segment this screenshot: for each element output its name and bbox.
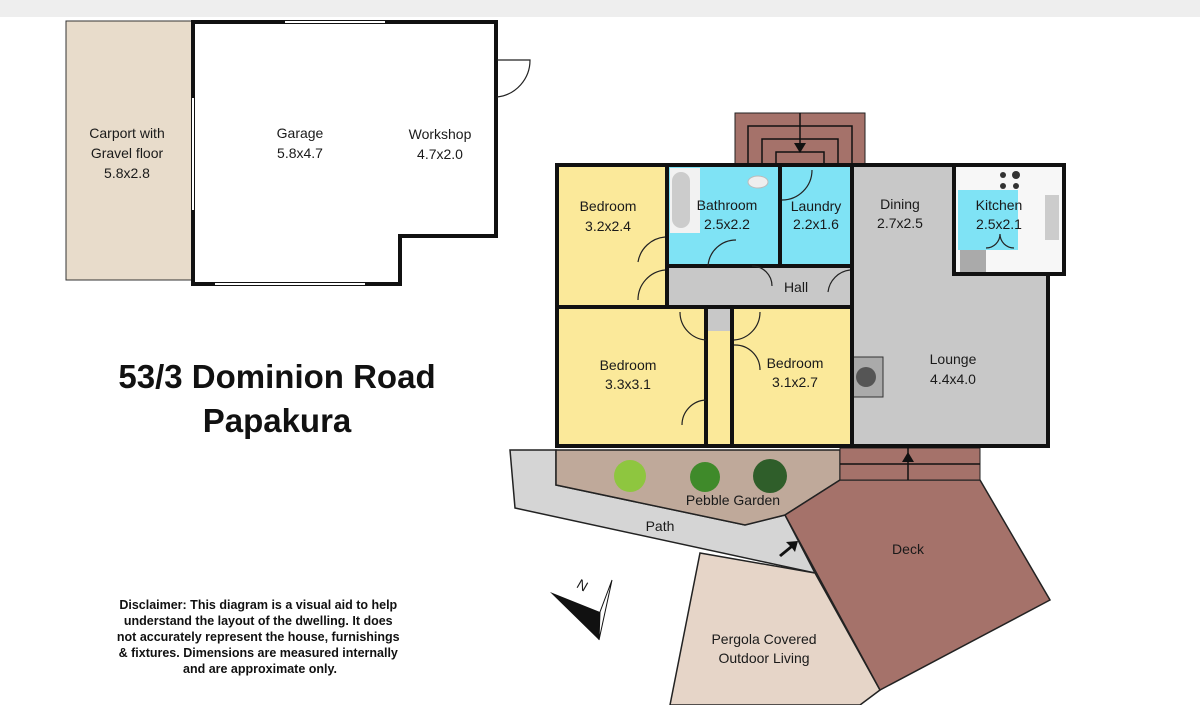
path-label: Path [646,518,675,534]
pergola-area [669,552,881,705]
hall-label: Hall [784,279,808,295]
top-bar [0,0,1200,17]
steps-lines [747,113,853,163]
plant-icon [753,459,787,493]
laundry [782,166,850,266]
hob-icon [1000,172,1006,178]
corridor [707,309,731,445]
bedroom-1 [558,166,666,306]
house-walls [555,163,1066,448]
entry-arrow-icon [794,143,806,153]
compass-north-label: N [574,576,591,595]
toilet-icon [747,175,769,189]
workshop-door [496,59,531,98]
corridor-closet [707,309,731,331]
path-arrow-icon [779,541,798,557]
deck-arrow-icon [902,452,914,462]
garage-area [191,20,498,286]
disclaimer-text: Disclaimer: This diagram is a visual aid… [117,598,403,676]
bathtub-icon [672,172,690,228]
kitchen-floor [958,190,1018,250]
hall [668,267,851,307]
compass-needle [598,579,613,641]
doors [637,169,1015,426]
plant-icon [690,462,720,492]
plant-icon [614,460,646,492]
fridge-icon [960,250,986,272]
deck-area [784,479,1052,692]
deck-label: Deck [892,541,925,557]
sink-icon [1045,195,1059,240]
bedroom-2 [558,309,706,445]
compass-icon [550,592,600,640]
pebble-garden-label: Pebble Garden [686,492,780,508]
